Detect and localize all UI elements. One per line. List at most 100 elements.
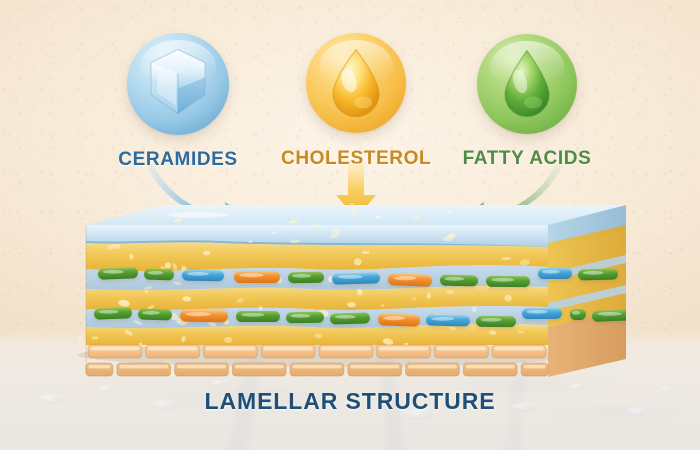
molecule-highlight	[542, 269, 560, 274]
lipid-speckle	[356, 289, 363, 296]
lipid-speckle	[448, 326, 457, 330]
lipid-speckle	[314, 333, 323, 339]
brick-highlight	[350, 365, 400, 369]
molecule-highlight	[147, 270, 164, 275]
brick-highlight	[234, 365, 284, 369]
lipid-molecule-green	[94, 307, 132, 320]
cholesterol-label: CHOLESTEROL	[281, 148, 432, 169]
molecule-highlight	[241, 312, 265, 317]
corneocyte-brick	[434, 344, 489, 359]
molecule-highlight	[383, 316, 405, 321]
lipid-speckle	[413, 214, 420, 221]
floor-droplet	[568, 384, 584, 390]
lipid-speckle	[351, 209, 357, 216]
molecule-highlight	[337, 274, 363, 279]
corneocyte-brick	[462, 362, 518, 377]
floor-droplet	[510, 403, 536, 412]
lipid-speckle	[248, 240, 253, 244]
lipid-molecule-green	[476, 315, 516, 328]
lipid-molecule-orange	[180, 309, 228, 323]
brick-highlight	[177, 365, 226, 369]
ingredient-badge-cholesterol[interactable]: CHOLESTEROL	[281, 33, 431, 170]
molecule-highlight	[480, 317, 502, 322]
lipid-molecule-green	[286, 311, 324, 324]
molecule-highlight	[290, 313, 311, 318]
lipid-speckle	[129, 253, 134, 260]
lipid-speckle	[91, 336, 99, 340]
lipid-speckle	[224, 336, 233, 344]
lipid-speckle	[144, 289, 149, 295]
brick-highlight	[90, 347, 140, 351]
lipid-speckle	[382, 338, 394, 346]
lipid-molecule-green	[486, 275, 530, 288]
molecule-highlight	[185, 312, 211, 317]
fatty-acids-label: FATTY ACIDS	[462, 148, 592, 169]
brick-highlight	[88, 365, 111, 369]
corneocyte-brick	[318, 344, 374, 359]
floor-droplet	[212, 381, 226, 386]
lipid-speckle	[106, 244, 117, 250]
lipid-speckle	[147, 305, 155, 310]
lipid-speckle	[182, 296, 192, 302]
lipid-speckle	[361, 251, 370, 254]
corneocyte-brick	[174, 362, 229, 377]
molecule-highlight	[98, 309, 119, 314]
lipid-molecule-blue	[522, 307, 562, 320]
lipid-speckle	[312, 222, 320, 228]
lipid-speckle	[517, 330, 524, 334]
corneocyte-brick	[520, 362, 549, 377]
brick-highlight	[119, 365, 169, 369]
marble-floor-droplets	[0, 350, 700, 450]
lipid-molecule-green	[144, 268, 174, 281]
lipid-speckle	[181, 335, 186, 343]
molecule-highlight	[444, 276, 465, 281]
lipid-speckle	[196, 201, 201, 208]
corneocyte-brick	[203, 344, 258, 359]
lipid-molecule-green	[288, 271, 324, 284]
lipid-speckle	[164, 262, 171, 269]
lipid-speckle	[329, 232, 340, 239]
ingredient-badge-ceramides[interactable]: CERAMIDES	[98, 33, 258, 171]
brick-highlight	[408, 365, 457, 369]
lipid-molecule-blue	[182, 269, 224, 282]
lipid-speckle	[489, 330, 497, 335]
lipid-speckle	[160, 266, 167, 270]
lipid-molecule-blue	[538, 267, 572, 280]
lipid-speckle	[124, 330, 133, 336]
lipid-molecule-green	[138, 308, 172, 321]
corneocyte-brick	[376, 344, 431, 359]
lipid-speckle	[504, 294, 512, 302]
lipid-molecule-green	[570, 308, 586, 321]
molecule-highlight	[431, 316, 455, 321]
lamellar-structure-diagram	[33, 78, 638, 450]
lipid-molecule-orange	[388, 273, 432, 287]
lipid-speckle	[501, 257, 511, 260]
molecule-highlight	[571, 310, 581, 315]
molecule-highlight	[239, 273, 264, 278]
molecule-highlight	[393, 276, 417, 281]
lipid-speckle	[258, 306, 263, 311]
lipid-speckle	[347, 302, 356, 308]
corneocyte-brick	[231, 362, 287, 377]
ingredient-badge-fatty-acids[interactable]: FATTY ACIDS	[452, 34, 602, 170]
brick-highlight	[321, 347, 371, 351]
floor-droplet	[626, 408, 648, 416]
lipid-speckle	[380, 304, 385, 308]
page-title: LAMELLAR STRUCTURE	[204, 388, 496, 414]
lipid-speckle	[172, 263, 178, 271]
corneocyte-brick	[116, 362, 172, 377]
lipid-speckle	[289, 239, 301, 244]
corneocyte-brick	[85, 362, 114, 377]
lipid-speckle	[134, 320, 143, 325]
lipid-speckle	[447, 233, 456, 240]
lipid-speckle	[412, 297, 417, 301]
lipid-speckle	[426, 292, 431, 299]
ceramides-label: CERAMIDES	[118, 149, 238, 170]
corneocyte-brick	[289, 362, 345, 377]
lipid-molecule-green	[578, 268, 618, 281]
lipid-speckle	[174, 217, 182, 223]
brick-highlight	[437, 347, 486, 351]
brick-highlight	[206, 347, 255, 351]
lipid-speckle	[472, 306, 477, 312]
